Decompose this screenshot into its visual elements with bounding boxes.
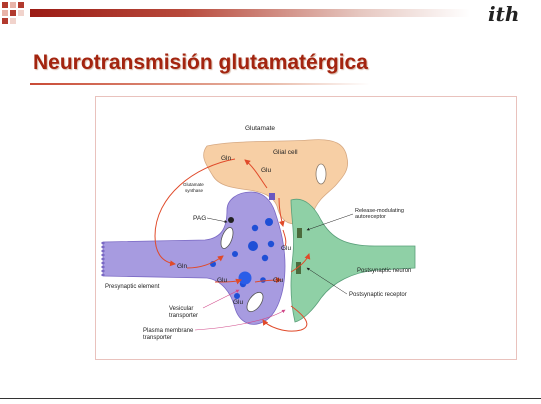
label-glutamate-synthase-1: Glutamate [183,182,204,187]
pag-enzyme [228,217,234,223]
mitochondrion-lower [246,291,264,313]
label-glial-cell: Glial cell [273,149,298,156]
slide-bottom-border [0,398,541,399]
label-glu-glial: Glu [261,167,272,174]
label-gln-presynaptic: Gln [177,263,188,270]
label-plasma-membrane-transporter-2: transporter [143,335,172,341]
label-vesicular-transporter-2: transporter [169,313,198,319]
label-release-autoreceptor-2: autoreceptor [355,214,386,220]
label-glutamate: Glutamate [245,125,275,132]
leader-lines [206,213,354,295]
metabolic-arrows [154,158,311,332]
label-glu-cleft-low: Glu [273,277,284,284]
logo: ith [488,2,520,26]
glutamate-synapse-diagram: Glutamate Glial cell Gln Glu Glutamate s… [101,125,416,341]
mitochondrion-presynaptic [220,227,234,249]
glial-transporter [269,193,275,200]
pink-leader-lines [194,289,286,331]
label-plasma-membrane-transporter-1: Plasma membrane [143,328,194,334]
label-glu-bottom: Glu [233,299,244,306]
label-glutamate-synthase-2: synthase [185,188,204,193]
label-glu-cleft: Glu [281,245,292,252]
decorative-squares [0,0,60,26]
title-underline [30,83,370,85]
slide-title: Neurotransmisión glutamatérgica [33,51,368,74]
label-postsynaptic-receptor: Postsynaptic receptor [349,292,407,298]
label-pag: PAG [193,215,206,222]
autoreceptor-marker [297,228,302,238]
glial-organelle [315,163,327,185]
label-postsynaptic-neuron: Postsynaptic neuron [357,268,411,274]
label-glu-presynaptic: Glu [217,277,228,284]
postsynaptic-receptor-marker [296,262,301,274]
label-gln-glial: Gln [221,155,232,162]
label-release-autoreceptor-1: Release-modulating [355,208,404,214]
label-presynaptic-element: Presynaptic element [105,284,160,290]
label-vesicular-transporter-1: Vesicular [169,306,193,312]
postsynaptic-neuron [290,198,416,323]
header-accent-bar [30,9,470,17]
